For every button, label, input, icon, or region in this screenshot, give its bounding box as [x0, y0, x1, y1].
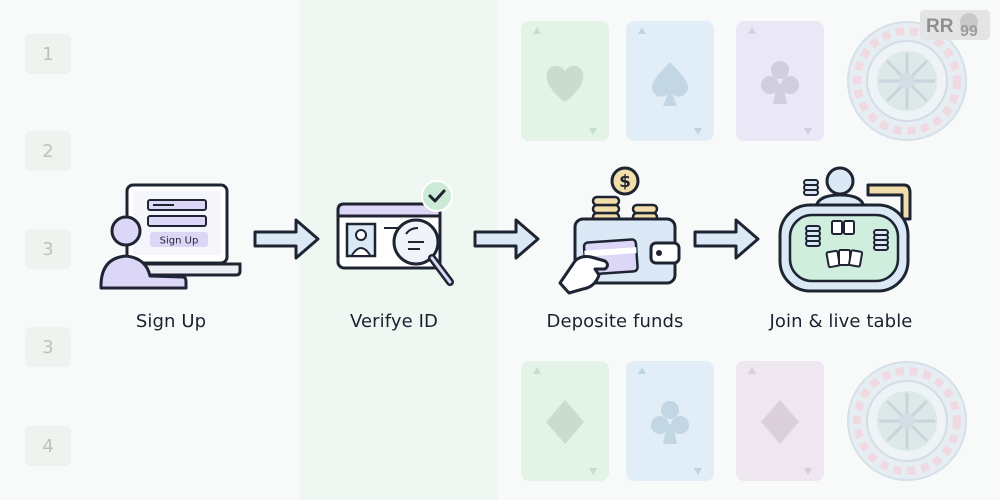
club-card-icon [625, 360, 715, 482]
logo-text: RR [926, 16, 954, 37]
diamond-card-icon [735, 360, 825, 482]
arrow-right-icon [472, 216, 542, 262]
side-number: 4 [42, 435, 54, 457]
live-table-icon [776, 163, 916, 298]
brand-logo: RR 99 [920, 10, 990, 40]
side-number: 1 [42, 43, 54, 65]
side-number-box: 4 [25, 426, 71, 466]
dollar-coin-symbol: $ [619, 172, 631, 192]
step-label-join-live-table: Join & live table [769, 311, 913, 332]
signup-button-text: Sign Up [160, 236, 199, 247]
club-card-icon [735, 20, 825, 142]
step-label-deposit-funds: Deposite funds [546, 311, 684, 332]
side-number: 3 [42, 238, 54, 260]
side-number: 2 [42, 140, 54, 162]
side-number-box: 3 [25, 327, 71, 367]
roulette-wheel-icon [846, 20, 968, 142]
side-number-box: 1 [25, 34, 71, 74]
heart-card-icon [520, 20, 610, 142]
spade-card-icon [625, 20, 715, 142]
id-card-verify-icon [334, 176, 464, 296]
side-number: 3 [42, 336, 54, 358]
roulette-wheel-icon [846, 360, 968, 482]
step-label-verify-id: Verifye ID [349, 311, 439, 332]
wallet-deposit-icon: $ [555, 165, 690, 297]
step-label-sign-up: Sign Up [135, 311, 207, 332]
side-number-box: 2 [25, 131, 71, 171]
logo-number: 99 [960, 23, 978, 40]
arrow-right-icon [692, 216, 762, 262]
arrow-right-icon [252, 216, 322, 262]
diamond-card-icon [520, 360, 610, 482]
signup-laptop-icon: Sign Up [96, 180, 246, 292]
side-number-box: 3 [25, 229, 71, 269]
